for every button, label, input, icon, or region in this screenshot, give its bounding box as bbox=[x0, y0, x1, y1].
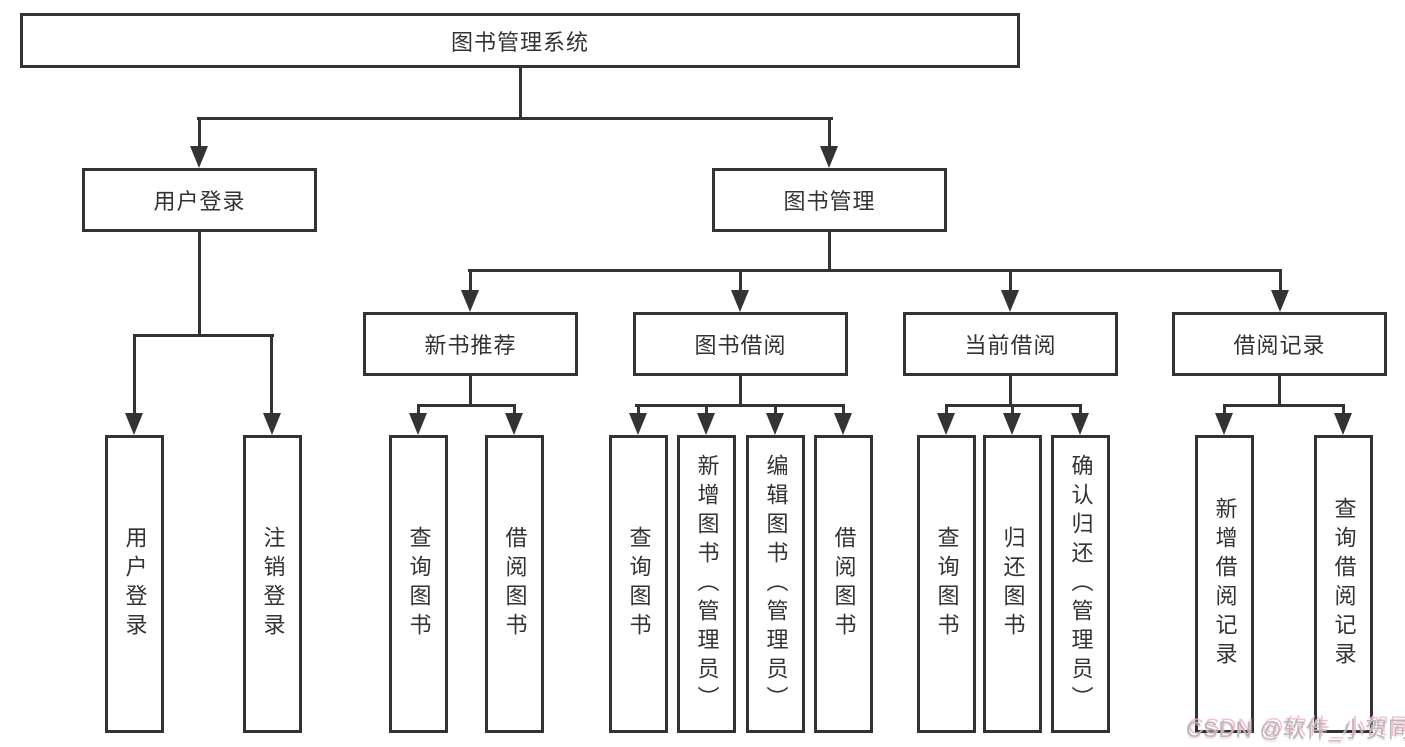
connector-user-login-split bbox=[133, 334, 274, 337]
arrow-down-icon bbox=[125, 413, 143, 435]
node-label: 归还图书 bbox=[1000, 526, 1026, 642]
node-borrowing-records: 借阅记录 bbox=[1172, 312, 1387, 376]
node-label: 查询借阅记录 bbox=[1331, 497, 1357, 671]
node-label: 新增借阅记录 bbox=[1212, 497, 1238, 671]
node-label: 图书管理 bbox=[783, 189, 876, 214]
connector-new-book-recommend-split bbox=[417, 404, 516, 407]
arrow-down-icon bbox=[697, 413, 715, 435]
leaf-current-confirm-return-admin: 确认归还（管理员） bbox=[1051, 435, 1110, 733]
node-label: 用户登录 bbox=[122, 526, 148, 642]
node-label: 查询图书 bbox=[406, 526, 432, 642]
node-label: 新书推荐 bbox=[424, 333, 517, 358]
leaf-borrowing-borrow-books: 借阅图书 bbox=[814, 435, 873, 733]
connector-root-stem bbox=[519, 68, 522, 120]
leaf-records-query-record: 查询借阅记录 bbox=[1314, 435, 1373, 733]
node-label: 新增图书（管理员） bbox=[694, 453, 720, 715]
arrow-down-icon bbox=[1001, 290, 1019, 312]
connector-current-borrowing-stem bbox=[1009, 376, 1012, 406]
arrow-down-icon bbox=[1334, 413, 1352, 435]
leaf-logout: 注销登录 bbox=[243, 435, 302, 733]
node-label: 确认归还（管理员） bbox=[1068, 453, 1094, 715]
node-book-management: 图书管理 bbox=[712, 168, 947, 232]
connector-book-management-split bbox=[468, 269, 1282, 272]
node-book-borrowing: 图书借阅 bbox=[633, 312, 848, 376]
arrow-down-icon bbox=[1071, 413, 1089, 435]
connector-branch-current-borrowing bbox=[1009, 269, 1012, 297]
node-root-library-management-system: 图书管理系统 bbox=[20, 13, 1020, 68]
leaf-current-query-books: 查询图书 bbox=[917, 435, 976, 733]
leaf-recommend-query-books: 查询图书 bbox=[389, 435, 448, 733]
arrow-down-icon bbox=[820, 146, 838, 168]
connector-branch-user-login bbox=[198, 117, 201, 149]
leaf-borrowing-edit-books-admin: 编辑图书（管理员） bbox=[746, 435, 805, 733]
arrow-down-icon bbox=[937, 413, 955, 435]
connector-branch-book-management bbox=[828, 117, 831, 149]
connector-branch-new-book-recommend bbox=[469, 269, 472, 297]
arrow-down-icon bbox=[263, 413, 281, 435]
node-label: 图书借阅 bbox=[694, 333, 787, 358]
connector-book-management-stem bbox=[828, 232, 831, 272]
node-new-book-recommend: 新书推荐 bbox=[363, 312, 578, 376]
node-label: 用户登录 bbox=[153, 189, 246, 214]
connector-branch-leaf-logout bbox=[270, 334, 273, 418]
node-current-borrowing: 当前借阅 bbox=[903, 312, 1118, 376]
leaf-borrowing-query-books: 查询图书 bbox=[609, 435, 668, 733]
connector-book-borrowing-stem bbox=[739, 376, 742, 406]
leaf-user-login: 用户登录 bbox=[105, 435, 164, 733]
arrow-down-icon bbox=[409, 413, 427, 435]
arrow-down-icon bbox=[505, 413, 523, 435]
node-label: 查询图书 bbox=[934, 526, 960, 642]
csdn-watermark: CSDN @软件_小贺同学 bbox=[1186, 717, 1405, 742]
connector-branch-borrowing-records bbox=[1279, 269, 1282, 297]
node-label: 借阅图书 bbox=[502, 526, 528, 642]
connector-root-split bbox=[197, 117, 833, 120]
arrow-down-icon bbox=[834, 413, 852, 435]
connector-branch-leaf-user-login bbox=[133, 334, 136, 418]
node-label: 注销登录 bbox=[260, 526, 286, 642]
arrow-down-icon bbox=[1271, 290, 1289, 312]
connector-branch-book-borrowing bbox=[739, 269, 742, 297]
leaf-recommend-borrow-books: 借阅图书 bbox=[485, 435, 544, 733]
connector-borrowing-records-stem bbox=[1278, 376, 1281, 406]
arrow-down-icon bbox=[629, 413, 647, 435]
connector-user-login-stem bbox=[198, 232, 201, 336]
leaf-current-return-books: 归还图书 bbox=[983, 435, 1042, 733]
arrow-down-icon bbox=[461, 290, 479, 312]
arrow-down-icon bbox=[766, 413, 784, 435]
connector-new-book-recommend-stem bbox=[469, 376, 472, 406]
leaf-records-add-record: 新增借阅记录 bbox=[1195, 435, 1254, 733]
node-label: 查询图书 bbox=[626, 526, 652, 642]
node-label: 借阅记录 bbox=[1233, 333, 1326, 358]
arrow-down-icon bbox=[1215, 413, 1233, 435]
connector-book-borrowing-split bbox=[635, 404, 845, 407]
node-user-login: 用户登录 bbox=[82, 168, 317, 232]
arrow-down-icon bbox=[731, 290, 749, 312]
node-label: 借阅图书 bbox=[831, 526, 857, 642]
arrow-down-icon bbox=[190, 146, 208, 168]
node-label: 编辑图书（管理员） bbox=[763, 453, 789, 715]
connector-borrowing-records-split bbox=[1223, 404, 1345, 407]
arrow-down-icon bbox=[1003, 413, 1021, 435]
node-label: 当前借阅 bbox=[964, 333, 1057, 358]
leaf-borrowing-add-books-admin: 新增图书（管理员） bbox=[677, 435, 736, 733]
node-label: 图书管理系统 bbox=[450, 29, 589, 55]
